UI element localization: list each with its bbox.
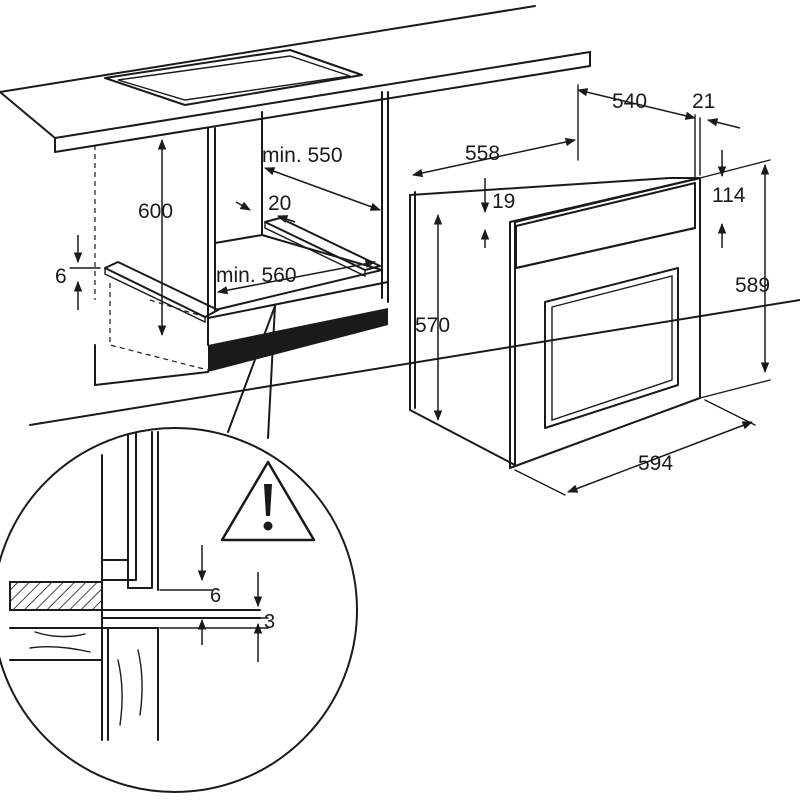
warning-triangle-icon bbox=[220, 460, 316, 542]
label-rail-offset: 20 bbox=[268, 192, 291, 215]
label-cutout-width: min. 560 bbox=[216, 264, 297, 287]
plinth bbox=[208, 308, 388, 372]
label-oven-body-depth: 540 bbox=[612, 90, 647, 113]
cabinet-unit bbox=[0, 5, 800, 426]
detail-magnifier bbox=[0, 427, 358, 793]
width-min560-arrow bbox=[216, 259, 377, 295]
label-body-inset: 19 bbox=[492, 190, 515, 213]
support-rail-left bbox=[104, 261, 219, 324]
hob bbox=[104, 49, 363, 106]
depth-min550-arrow bbox=[264, 167, 381, 211]
oven-control-panel bbox=[515, 182, 696, 269]
oven-door-window bbox=[544, 267, 679, 429]
worktop-front-bottom-edge bbox=[54, 65, 591, 153]
label-cutout-depth: min. 550 bbox=[262, 144, 343, 167]
label-front-thickness: 21 bbox=[692, 90, 715, 113]
label-front-width: 594 bbox=[638, 452, 673, 475]
callout-line-right bbox=[267, 305, 276, 439]
oven bbox=[409, 84, 771, 496]
label-front-height: 589 bbox=[735, 274, 770, 297]
label-detail-slab: 3 bbox=[264, 611, 275, 633]
callout-line-left bbox=[227, 305, 276, 433]
depth-558-arrow bbox=[411, 137, 577, 178]
label-oven-depth-total: 558 bbox=[465, 142, 500, 165]
label-panel-height: 114 bbox=[712, 184, 746, 207]
worktop-back-edge bbox=[0, 5, 536, 93]
label-detail-gap: 6 bbox=[210, 585, 221, 607]
label-shelf-gap: 6 bbox=[55, 265, 67, 288]
depth-540-arrow bbox=[576, 88, 697, 120]
label-body-height: 570 bbox=[415, 314, 450, 337]
worktop-front-edge bbox=[54, 51, 591, 139]
label-cutout-height: 600 bbox=[138, 200, 173, 223]
width-594-arrow bbox=[567, 421, 753, 493]
